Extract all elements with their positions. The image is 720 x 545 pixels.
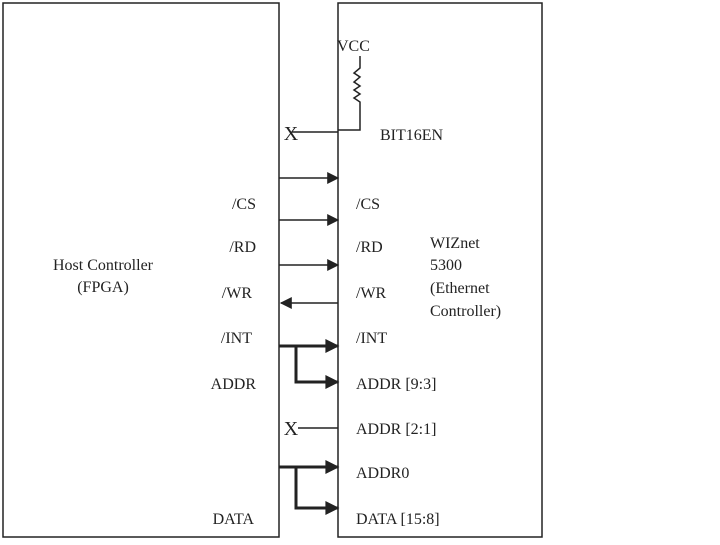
data-bus-data: [294, 467, 340, 515]
host-pin-rd: /RD: [229, 239, 256, 256]
host-title-line2: (FPGA): [77, 279, 129, 296]
host-pin-int: /INT: [221, 330, 252, 347]
bit16en-no-connect-mark: X: [284, 123, 299, 145]
host-title-line1: Host Controller: [53, 257, 154, 274]
chip-pin-data: DATA [15:8]: [356, 511, 440, 528]
addr-bus-hi: [294, 346, 340, 389]
host-pin-cs: /CS: [232, 196, 256, 213]
host-pin-addr: ADDR: [211, 376, 257, 393]
chip-title-line3: (Ethernet: [430, 280, 490, 297]
chip-pin-wr: /WR: [356, 285, 387, 302]
chip-pin-addr-hi: ADDR [9:3]: [356, 376, 436, 393]
chip-pin-int: /INT: [356, 330, 387, 347]
chip-pin-addr0: ADDR0: [356, 465, 409, 482]
addr-lo-no-connect-mark: X: [284, 418, 299, 440]
chip-pin-addr-lo: ADDR [2:1]: [356, 421, 436, 438]
chip-title-line1: WIZnet: [430, 235, 480, 252]
host-controller-block: [2, 2, 280, 538]
chip-title: WIZnet 5300 (Ethernet Controller): [430, 235, 501, 320]
host-pin-wr: /WR: [222, 285, 253, 302]
chip-title-line4: Controller): [430, 303, 501, 320]
chip-pin-rd: /RD: [356, 239, 383, 256]
chip-pin-bit16en: BIT16EN: [380, 127, 444, 144]
host-pin-data: DATA: [213, 511, 255, 528]
chip-pin-cs: /CS: [356, 196, 380, 213]
chip-title-line2: 5300: [430, 257, 462, 274]
vcc-label: VCC: [337, 38, 370, 55]
pullup-resistor: [338, 56, 362, 131]
